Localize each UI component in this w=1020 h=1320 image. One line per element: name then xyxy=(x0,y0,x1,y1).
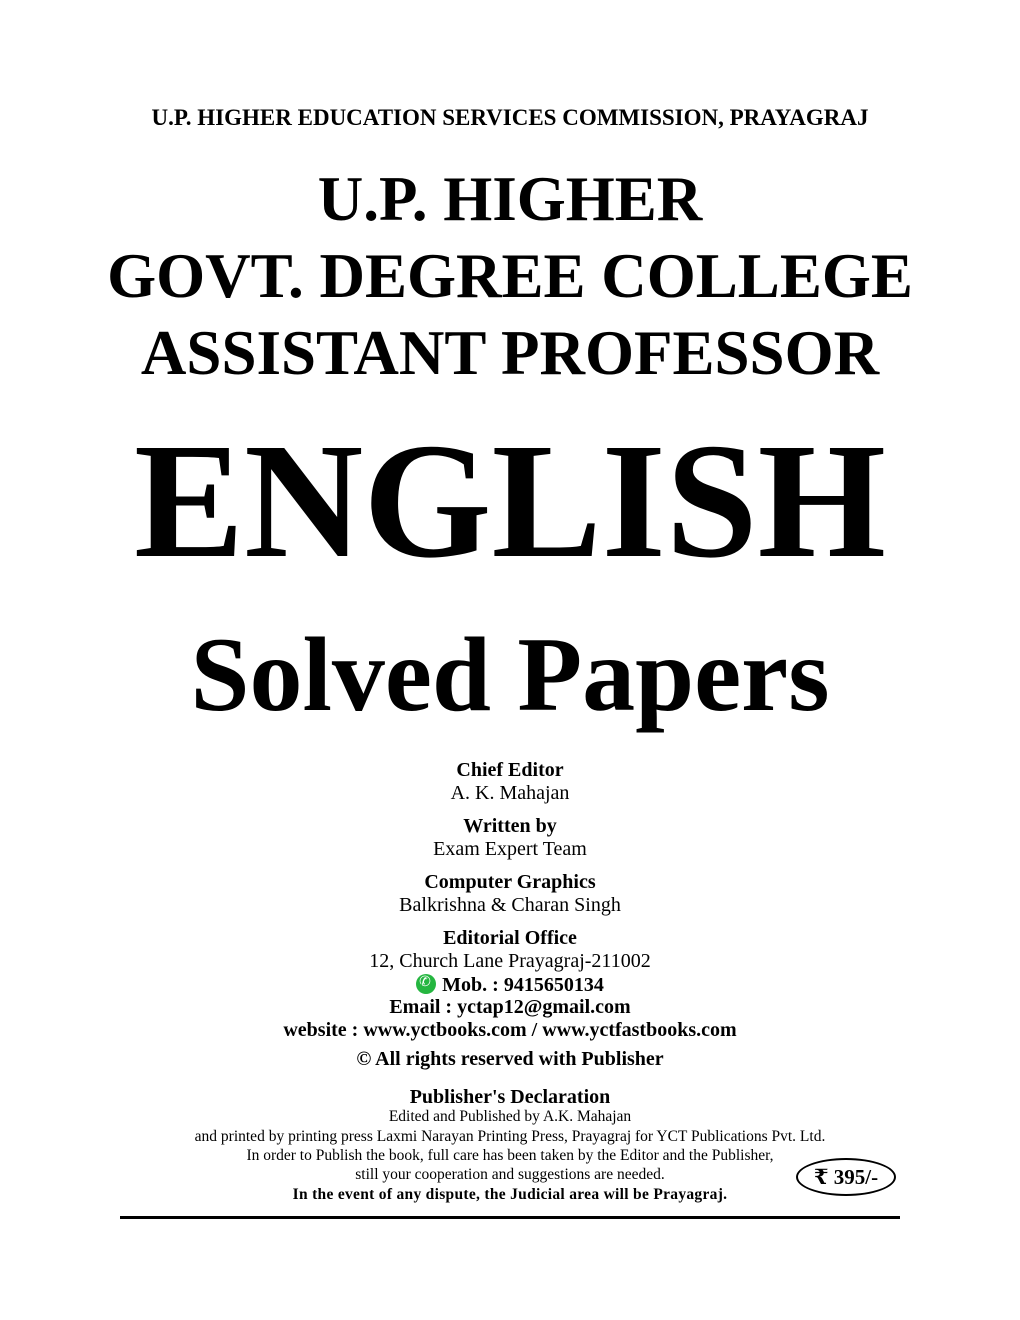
declaration-line: In order to Publish the book, full care … xyxy=(246,1147,774,1164)
rights-notice: © All rights reserved with Publisher xyxy=(356,1048,664,1070)
subtitle: Solved Papers xyxy=(190,616,830,733)
written-by-heading: Written by xyxy=(463,815,557,837)
office-heading: Editorial Office xyxy=(443,927,577,949)
office-address: 12, Church Lane Prayagraj-211002 xyxy=(369,950,651,972)
graphics-value: Balkrishna & Charan Singh xyxy=(399,894,621,916)
declaration-line: and printed by printing press Laxmi Nara… xyxy=(194,1128,826,1145)
mobile-line: Mob. : 9415650134 xyxy=(0,974,1020,995)
website: website : www.yctbooks.com / www.yctfast… xyxy=(283,1019,737,1041)
title-line-3: ASSISTANT PROFESSOR xyxy=(140,318,880,388)
graphics-heading: Computer Graphics xyxy=(424,871,596,893)
email: Email : yctap12@gmail.com xyxy=(389,996,631,1018)
subject-title: ENGLISH xyxy=(134,409,886,592)
chief-editor-name: A. K. Mahajan xyxy=(450,782,570,804)
declaration-heading: Publisher's Declaration xyxy=(409,1086,611,1108)
whatsapp-icon xyxy=(416,974,437,994)
chief-editor-heading: Chief Editor xyxy=(456,759,564,781)
declaration-line: Edited and Published by A.K. Mahajan xyxy=(388,1108,632,1125)
declaration-line: still your cooperation and suggestions a… xyxy=(355,1166,665,1183)
mobile-number: Mob. : 9415650134 xyxy=(442,974,604,996)
jurisdiction-note: In the event of any dispute, the Judicia… xyxy=(292,1186,728,1203)
written-by-value: Exam Expert Team xyxy=(433,838,587,860)
title-line-2: GOVT. DEGREE COLLEGE xyxy=(107,241,913,311)
price-badge: ₹ 395/- xyxy=(796,1158,896,1196)
commission-name: U.P. HIGHER EDUCATION SERVICES COMMISSIO… xyxy=(151,105,869,130)
title-line-1: U.P. HIGHER xyxy=(317,164,703,234)
bottom-divider xyxy=(120,1216,900,1219)
